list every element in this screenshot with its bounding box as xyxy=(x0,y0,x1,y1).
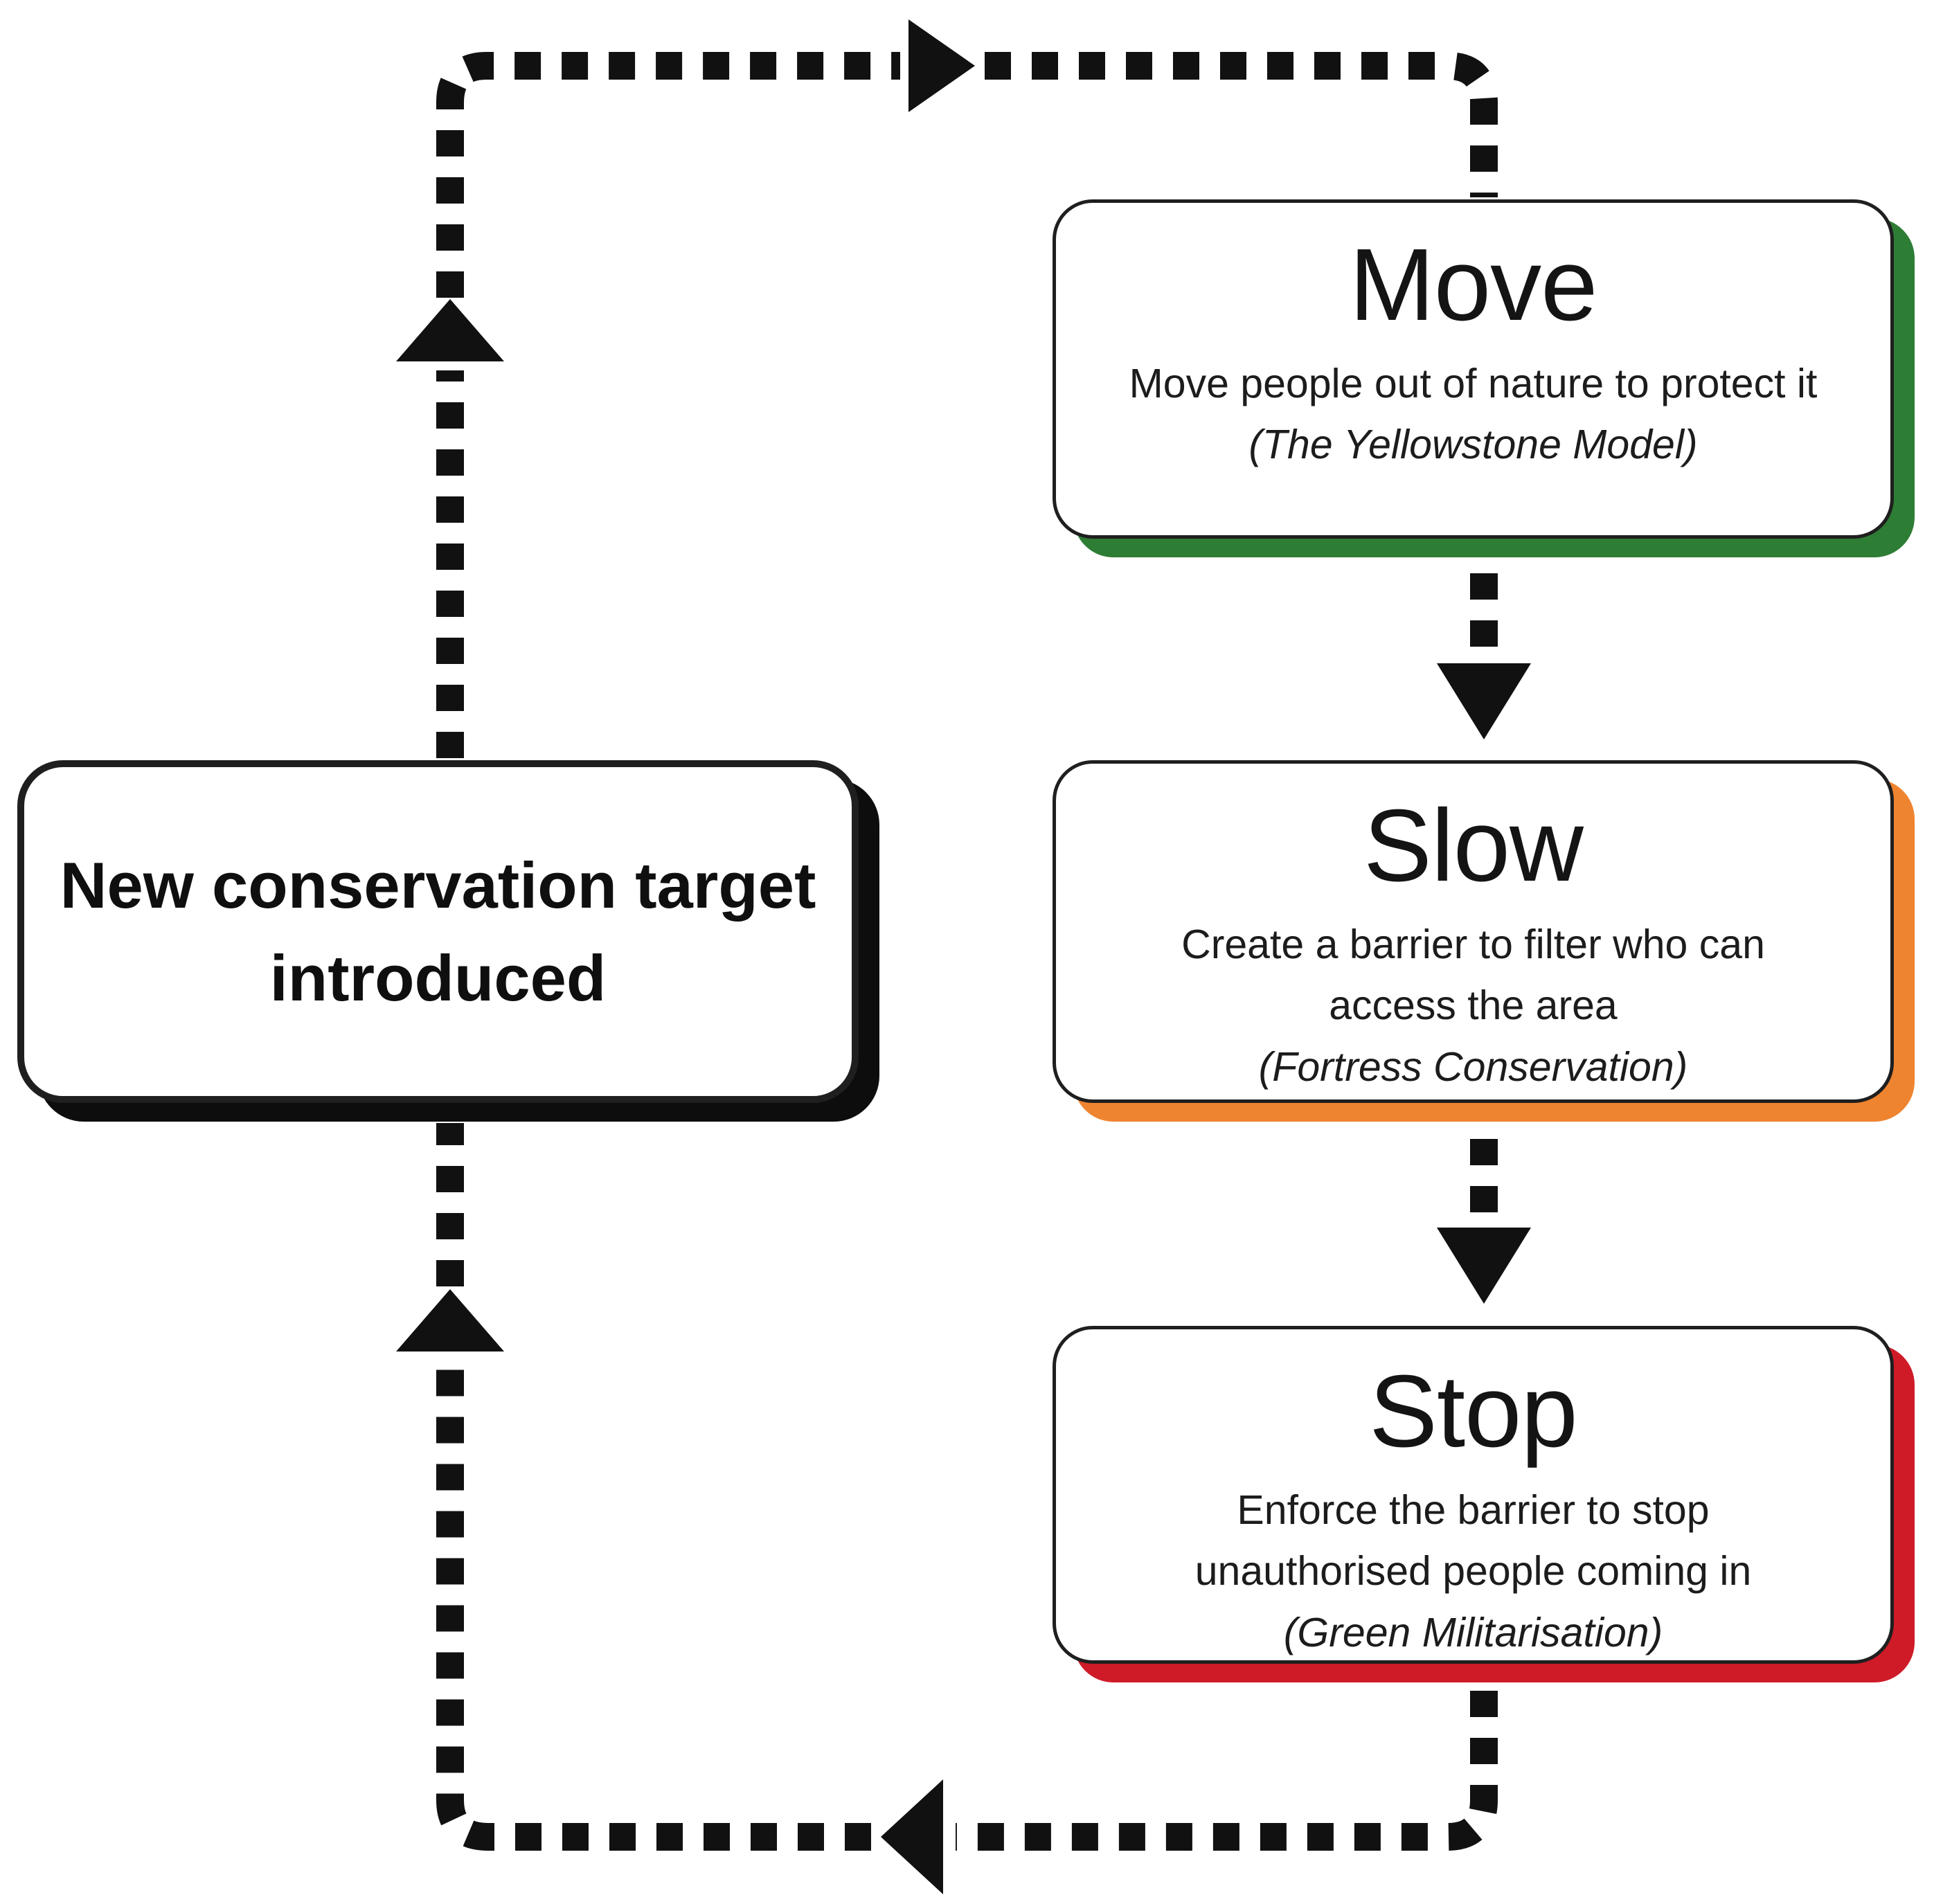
dashed-line-top-right-elbow xyxy=(985,52,1498,197)
node-move: Move Move people out of nature to protec… xyxy=(1053,199,1894,539)
left-box-line-1: New conservation target xyxy=(60,849,816,922)
stop-description: Enforce the barrier to stop unauthorised… xyxy=(1056,1480,1890,1602)
slow-model-label: (Fortress Conservation) xyxy=(1258,1043,1688,1090)
stop-model-label: (Green Militarisation) xyxy=(1283,1609,1663,1655)
move-title: Move xyxy=(1349,228,1598,342)
left-arrowhead xyxy=(881,1779,943,1894)
node-stop: Stop Enforce the barrier to stop unautho… xyxy=(1053,1326,1894,1664)
up-arrowhead-1 xyxy=(396,299,504,361)
slow-description: Create a barrier to filter who can acces… xyxy=(1056,914,1890,1036)
move-model-label: (The Yellowstone Model) xyxy=(1248,422,1698,468)
node-new-conservation-target: New conservation target introduced xyxy=(17,760,859,1103)
up-arrowhead-2 xyxy=(396,1289,504,1351)
down-arrowhead-2 xyxy=(1437,1228,1531,1304)
move-description: Move people out of nature to protect it xyxy=(1056,353,1890,415)
slow-description-line-2: access the area xyxy=(1329,982,1618,1029)
dashed-line-bottom-right-elbow xyxy=(956,1691,1498,1851)
left-box-line-2: introduced xyxy=(269,941,607,1014)
stop-description-line-1: Enforce the barrier to stop xyxy=(1237,1487,1710,1533)
dashed-line-bottom-left-elbow xyxy=(436,1363,871,1851)
right-arrowhead xyxy=(908,19,975,112)
node-slow: Slow Create a barrier to filter who can … xyxy=(1053,760,1894,1103)
slow-title: Slow xyxy=(1363,789,1584,903)
slow-description-line-1: Create a barrier to filter who can xyxy=(1181,921,1765,967)
move-description-line: Move people out of nature to protect it xyxy=(1129,360,1818,406)
dashed-line-top-left-elbow xyxy=(436,52,900,298)
stop-description-line-2: unauthorised people coming in xyxy=(1194,1548,1752,1595)
down-arrowhead-1 xyxy=(1437,663,1531,739)
stop-title: Stop xyxy=(1369,1354,1577,1469)
